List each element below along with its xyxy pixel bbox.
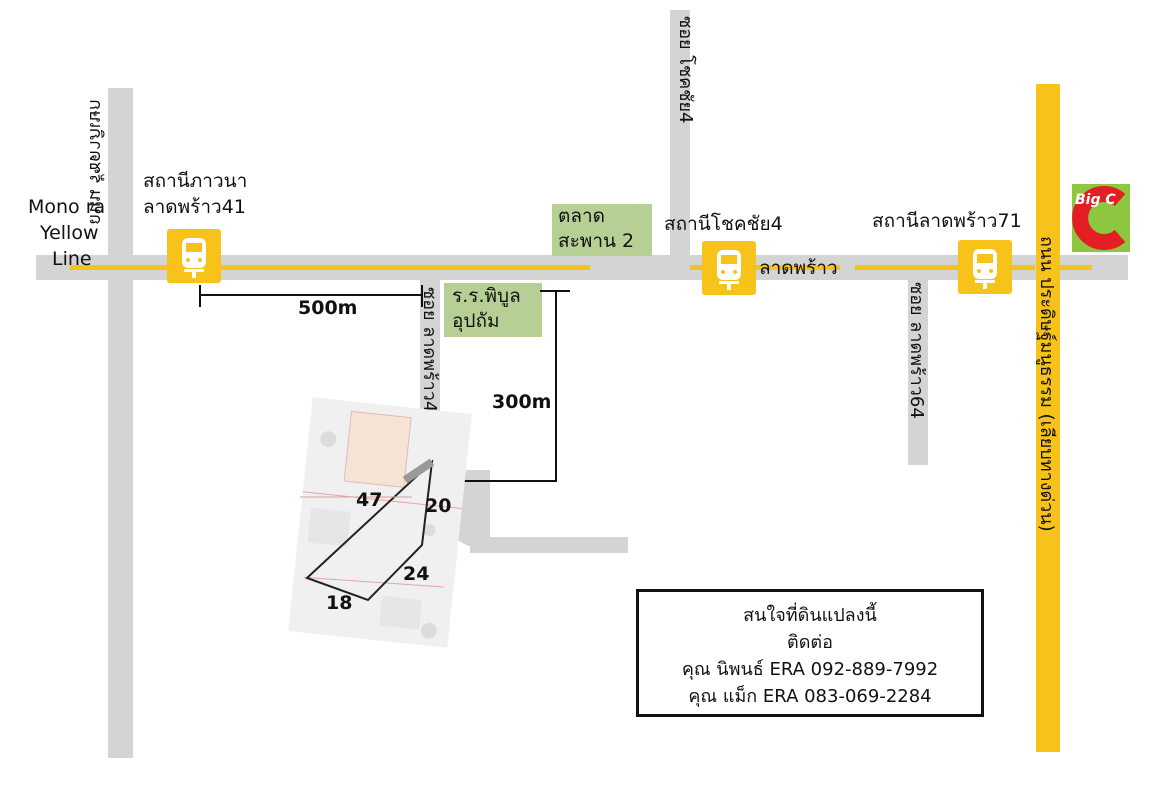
station-ladprao71-label: สถานีลาดพร้าว71 bbox=[872, 210, 1022, 232]
plot-side-top: 47 bbox=[356, 489, 383, 511]
market-sapan2-box bbox=[552, 204, 652, 256]
plot-map-background bbox=[288, 397, 472, 648]
monorail-label-3: Line bbox=[52, 248, 92, 270]
road-pradit-manutham bbox=[1036, 84, 1060, 752]
monorail-line-left bbox=[70, 265, 590, 270]
dim-300-bottom bbox=[440, 480, 557, 482]
dim-500-tick-right bbox=[421, 285, 423, 307]
market-label-2: สะพาน 2 bbox=[558, 230, 635, 252]
monorail-label-1: Mono ra bbox=[28, 196, 106, 218]
plot-side-right: 24 bbox=[403, 563, 430, 585]
dim-300-label: 300m bbox=[492, 391, 552, 413]
dim-500-label: 500m bbox=[298, 297, 358, 319]
contact-line-3: คุณ นิพนธ์ ERA 092-889-7992 bbox=[681, 659, 939, 680]
monorail-line-middle bbox=[690, 265, 840, 270]
plot-side-right-top: 20 bbox=[425, 495, 452, 517]
bigc-text: Big C bbox=[1075, 192, 1116, 208]
station-ladprao71-icon bbox=[958, 240, 1012, 294]
contact-line-1: สนใจที่ดินแปลงนี้ bbox=[743, 605, 877, 626]
monorail-label-2: Yellow bbox=[40, 222, 99, 244]
road-soi-chokchai4 bbox=[670, 10, 690, 270]
station-phawana-label-2: ลาดพร้าว41 bbox=[143, 196, 246, 218]
school-label-2: อุปถัม bbox=[452, 310, 500, 332]
station-chokchai-label: สถานีโชคชัย4 bbox=[664, 213, 783, 235]
station-phawana-label-1: สถานีภาวนา bbox=[143, 170, 248, 192]
dim-300-vertical bbox=[555, 290, 557, 482]
road-ladprao-label: ลาดพร้าว bbox=[759, 257, 838, 279]
plot-side-bottom: 18 bbox=[326, 592, 353, 614]
school-box bbox=[444, 283, 542, 337]
bigc-logo: Big C bbox=[1072, 184, 1130, 252]
monorail-line-right bbox=[855, 265, 1035, 270]
contact-box: สนใจที่ดินแปลงนี้ ติดต่อ คุณ นิพนธ์ ERA … bbox=[636, 589, 984, 717]
monorail-line-far-right bbox=[1060, 265, 1092, 270]
station-chokchai-icon bbox=[702, 241, 756, 295]
road-side-branch bbox=[470, 537, 628, 553]
dim-500-tick-left bbox=[199, 285, 201, 307]
road-ratchadaphisek bbox=[108, 88, 133, 758]
station-phawana-icon bbox=[167, 229, 221, 283]
school-label-1: ร.ร.พิบูล bbox=[452, 285, 521, 307]
road-soi-ladprao64 bbox=[908, 270, 928, 465]
contact-line-2: ติดต่อ bbox=[787, 632, 833, 653]
market-label-1: ตลาด bbox=[558, 205, 605, 227]
contact-line-4: คุณ แม็ก ERA 083-069-2284 bbox=[688, 686, 932, 707]
dim-500-line bbox=[200, 294, 423, 296]
